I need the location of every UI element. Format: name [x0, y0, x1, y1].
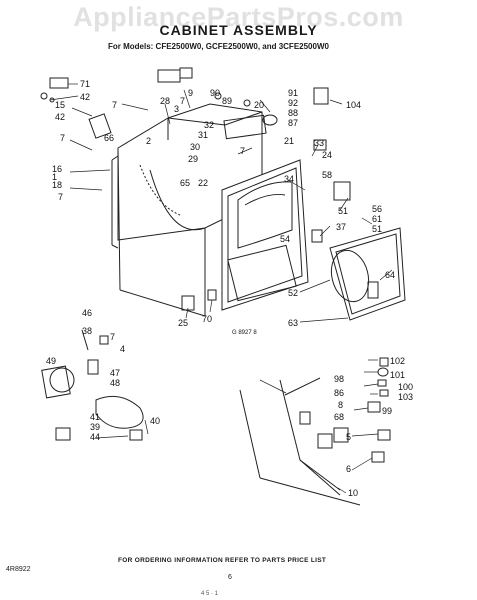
callout-64: 64 [385, 270, 395, 280]
callout-24: 24 [322, 150, 332, 160]
callout-10: 10 [348, 488, 358, 498]
callout-56: 56 [372, 204, 382, 214]
ordering-note: FOR ORDERING INFORMATION REFER TO PARTS … [118, 557, 327, 564]
callout-4: 4 [120, 344, 125, 354]
page-title: CABINET ASSEMBLY [159, 22, 318, 38]
callout-88: 88 [288, 108, 298, 118]
callout-7: 7 [112, 100, 117, 110]
callout-28: 28 [160, 96, 170, 106]
callout-63: 63 [288, 318, 298, 328]
callout-42: 42 [80, 92, 90, 102]
door-assembly [329, 227, 406, 321]
callout-102: 102 [390, 356, 405, 366]
callout-1: 1 [52, 172, 57, 182]
callout-21: 21 [284, 136, 294, 146]
callout-38: 38 [82, 326, 92, 336]
callout-86: 86 [334, 388, 344, 398]
callout-41: 41 [90, 412, 100, 422]
callout-70: 70 [202, 314, 212, 324]
callout-51: 51 [372, 224, 382, 234]
watermark: AppliancePartsPros.com [73, 2, 404, 32]
callout-101: 101 [390, 370, 405, 380]
callout-7: 7 [240, 146, 245, 156]
callout-37: 37 [336, 222, 346, 232]
frame-outline [239, 389, 361, 506]
callout-52: 52 [288, 288, 298, 298]
callout-7: 7 [58, 192, 63, 202]
callout-29: 29 [188, 154, 198, 164]
callout-42: 42 [55, 112, 65, 122]
callout-47: 47 [110, 368, 120, 378]
callout-91: 91 [288, 88, 298, 98]
callout-46: 46 [82, 308, 92, 318]
top-hardware [40, 67, 351, 311]
callout-99: 99 [382, 406, 392, 416]
callout-16: 16 [52, 164, 62, 174]
callout-87: 87 [288, 118, 298, 128]
page-number: 6 [228, 574, 232, 581]
bottom-code: 4 5 · 1 [201, 591, 219, 597]
callout-30: 30 [190, 142, 200, 152]
callout-48: 48 [110, 378, 120, 388]
callout-2: 2 [146, 136, 151, 146]
callout-68: 68 [334, 412, 344, 422]
callout-103: 103 [398, 392, 413, 402]
motor-assembly [41, 329, 144, 441]
callout-15: 15 [55, 100, 65, 110]
callout-34: 34 [284, 174, 294, 184]
callout-7: 7 [60, 133, 65, 143]
callout-92: 92 [288, 98, 298, 108]
callout-9: 9 [188, 88, 193, 98]
callout-3: 3 [174, 104, 179, 114]
callout-44: 44 [90, 432, 100, 442]
callout-40: 40 [150, 416, 160, 426]
part-callouts: 71 42 15 42 7 66 7 16 1 18 7 28 3 7 9 90… [46, 79, 413, 498]
callout-20: 20 [254, 100, 264, 110]
callout-39: 39 [90, 422, 100, 432]
callout-8: 8 [338, 400, 343, 410]
callout-49: 49 [46, 356, 56, 366]
callout-22: 22 [198, 178, 208, 188]
control-parts-assembly [279, 357, 391, 496]
callout-104: 104 [346, 100, 361, 110]
figure-code: G 8927 8 [232, 330, 257, 336]
callout-61: 61 [372, 214, 382, 224]
callout-51: 51 [338, 206, 348, 216]
top-panel [167, 103, 267, 140]
callout-90: 90 [210, 88, 220, 98]
callout-54: 54 [280, 234, 290, 244]
callout-31: 31 [198, 130, 208, 140]
callout-65: 65 [180, 178, 190, 188]
callout-18: 18 [52, 180, 62, 190]
callout-33: 33 [314, 138, 324, 148]
page-subtitle: For Models: CFE2500W0, GCFE2500W0, and 3… [108, 42, 329, 51]
callout-98: 98 [334, 374, 344, 384]
callout-7: 7 [180, 96, 185, 106]
callout-71: 71 [80, 79, 90, 89]
callout-25: 25 [178, 318, 188, 328]
callout-89: 89 [222, 96, 232, 106]
document-number: 4R8922 [6, 566, 31, 573]
leader-lines [49, 83, 393, 494]
callout-100: 100 [398, 382, 413, 392]
front-panel [221, 159, 309, 311]
callout-6: 6 [346, 464, 351, 474]
callout-7: 7 [110, 332, 115, 342]
callout-5: 5 [346, 432, 351, 442]
callout-32: 32 [204, 120, 214, 130]
callout-66: 66 [104, 133, 114, 143]
callout-58: 58 [322, 170, 332, 180]
